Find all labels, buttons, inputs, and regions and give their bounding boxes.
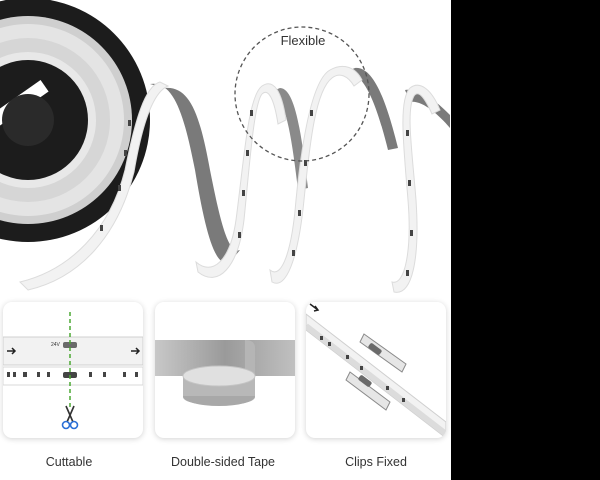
scissors-icon xyxy=(61,405,79,430)
tape-roll-icon xyxy=(155,340,295,406)
caption-tape: Double-sided Tape xyxy=(170,455,275,469)
feature-panel-cuttable: 24V xyxy=(3,302,143,438)
reel-image xyxy=(0,0,150,242)
feature-panel-clips xyxy=(306,302,446,438)
feature-panel-tape xyxy=(155,302,295,438)
caption-cuttable: Cuttable xyxy=(45,455,93,469)
mounting-clip-icon xyxy=(306,303,446,438)
caption-clips: Clips Fixed xyxy=(345,455,407,469)
hero-image: Flexible xyxy=(0,0,451,296)
flexible-highlight-circle xyxy=(234,26,370,162)
svg-text:24V: 24V xyxy=(51,342,61,348)
product-image-canvas: Flexible 24V xyxy=(0,0,451,480)
flexible-label: Flexible xyxy=(280,33,326,48)
led-strip-image xyxy=(19,65,450,293)
